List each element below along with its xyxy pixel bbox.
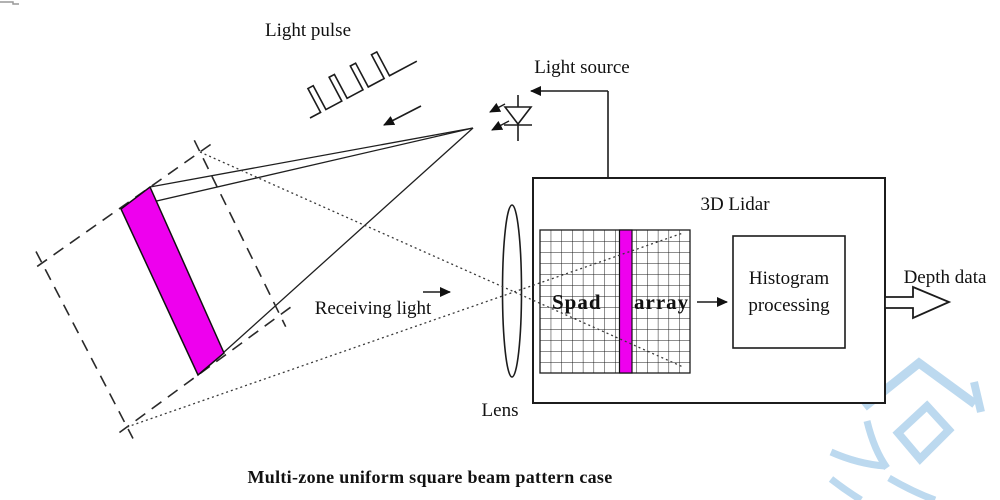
histogram-processing-box [732, 235, 846, 349]
spad-label-right: array [634, 290, 689, 314]
led-symbol [503, 95, 533, 141]
active-spad-column [618, 229, 633, 374]
depth-data-output-arrow [884, 285, 952, 320]
light-source-label: Light source [534, 57, 630, 78]
figure-caption: Multi-zone uniform square beam pattern c… [247, 467, 612, 487]
receiving-light-label: Receiving light [315, 298, 432, 319]
crop-artifact-line [0, 1, 19, 5]
histogram-label-line2: processing [748, 295, 830, 316]
histogram-label-line1: Histogram [749, 268, 829, 289]
illuminated-zone-stripe [120, 185, 225, 377]
illumination-rays [121, 127, 474, 354]
watermark-logo [828, 357, 985, 500]
depth-data-label: Depth data [904, 267, 987, 288]
spad-array-grid [539, 229, 691, 374]
led-emission-arrow-2 [491, 120, 510, 131]
light-pulse-label: Light pulse [265, 20, 351, 41]
light-pulse-waveform [306, 50, 418, 119]
received-light-dotted-rays [126, 151, 684, 428]
led-emission-arrow-1 [489, 102, 506, 113]
spad-label-left: Spad [552, 290, 602, 314]
beam-direction-arrow [383, 105, 422, 126]
lens-label: Lens [482, 400, 519, 421]
lidar-title: 3D Lidar [700, 194, 770, 215]
